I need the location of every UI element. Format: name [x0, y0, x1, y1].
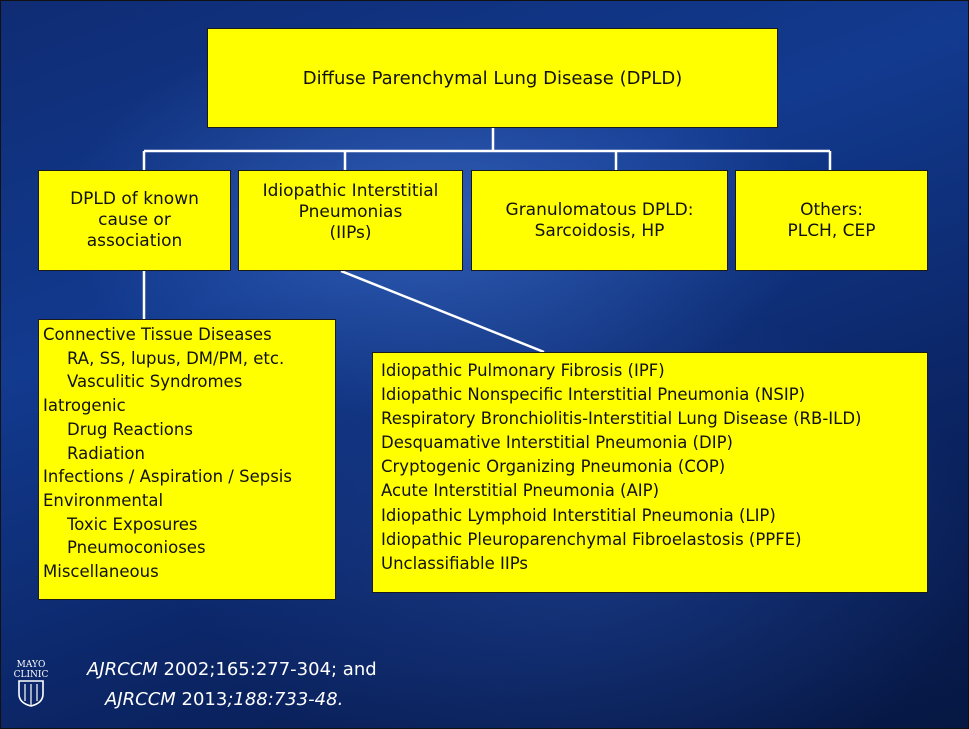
citation-line-1: AJRCCM 2002;165:277-304; and — [87, 655, 377, 685]
category-granulomatous-line-1: Granulomatous DPLD: — [505, 199, 694, 220]
known-cause-list-item: Environmental — [43, 490, 164, 510]
known-cause-list-item: Miscellaneous — [43, 562, 159, 582]
known-cause-list-item: RA, SS, lupus, DM/PM, etc. — [67, 348, 285, 368]
root-node-box: Diffuse Parenchymal Lung Disease (DPLD) — [207, 28, 778, 128]
citation-year: 2013 — [175, 689, 228, 710]
iip-list-item: Idiopathic Nonspecific Interstitial Pneu… — [381, 385, 806, 405]
category-others-line-2: PLCH, CEP — [787, 220, 876, 241]
citation-ref: 2002;165:277-304; and — [157, 659, 377, 680]
known-cause-list-box: Connective Tissue Diseases RA, SS, lupus… — [38, 319, 336, 600]
category-others-line-1: Others: — [800, 199, 863, 220]
iip-list-item: Cryptogenic Organizing Pneumonia (COP) — [381, 457, 726, 477]
category-others-box: Others: PLCH, CEP — [735, 170, 928, 271]
category-known-cause-line-1: DPLD of known — [70, 189, 199, 209]
citation-journal: AJRCCM — [87, 659, 158, 680]
logo-line-1: MAYO — [17, 660, 46, 670]
iip-list-box: Idiopathic Pulmonary Fibrosis (IPF) Idio… — [372, 352, 928, 593]
known-cause-list-item: Vasculitic Syndromes — [67, 372, 243, 392]
known-cause-list-item: Toxic Exposures — [67, 514, 198, 534]
category-known-cause-box: DPLD of known cause or association — [38, 170, 231, 271]
known-cause-list-item: Drug Reactions — [67, 419, 193, 439]
known-cause-list-item: Connective Tissue Diseases — [43, 325, 272, 344]
citation-journal: AJRCCM — [105, 689, 176, 710]
root-node-label: Diffuse Parenchymal Lung Disease (DPLD) — [302, 67, 683, 89]
known-cause-list-item: Pneumoconioses — [67, 538, 206, 558]
category-iips-line-3: (IIPs) — [329, 223, 372, 243]
iip-list-item: Unclassifiable IIPs — [381, 553, 529, 573]
citation-line-2: AJRCCM 2013;188:733-48. — [87, 685, 377, 715]
iip-list-item: Idiopathic Lymphoid Interstitial Pneumon… — [381, 505, 776, 525]
iip-list-item: Acute Interstitial Pneumonia (AIP) — [381, 481, 660, 501]
category-iips-line-2: Pneumonias — [298, 202, 403, 222]
logo-line-2: CLINIC — [14, 670, 49, 680]
mayo-clinic-logo-icon: MAYO CLINIC — [14, 660, 49, 707]
logo-shield-bars — [24, 684, 38, 705]
category-granulomatous-line-2: Sarcoidosis, HP — [534, 220, 665, 241]
iip-list-item: Idiopathic Pulmonary Fibrosis (IPF) — [381, 361, 665, 380]
iips-to-list-line — [340, 269, 545, 354]
citation-block: AJRCCM 2002;165:277-304; and AJRCCM 2013… — [87, 655, 377, 715]
logo-shield-shape — [18, 680, 44, 707]
known-cause-list-item: Radiation — [67, 443, 145, 463]
category-iips-line-1: Idiopathic Interstitial — [262, 181, 439, 201]
iip-list-item: Idiopathic Pleuroparenchymal Fibroelasto… — [381, 529, 802, 549]
iip-list-item: Respiratory Bronchiolitis-Interstitial L… — [381, 409, 862, 429]
citation-ref: ;188:733-48. — [227, 689, 344, 710]
iip-list-item: Desquamative Interstitial Pneumonia (DIP… — [381, 433, 733, 453]
category-granulomatous-box: Granulomatous DPLD: Sarcoidosis, HP — [471, 170, 728, 271]
known-cause-list-item: Infections / Aspiration / Sepsis — [43, 467, 292, 487]
category-iips-box: Idiopathic Interstitial Pneumonias (IIPs… — [238, 170, 463, 271]
known-cause-list-item: Iatrogenic — [43, 396, 126, 416]
category-known-cause-line-3: association — [86, 231, 183, 251]
category-known-cause-line-2: cause or — [98, 210, 171, 230]
